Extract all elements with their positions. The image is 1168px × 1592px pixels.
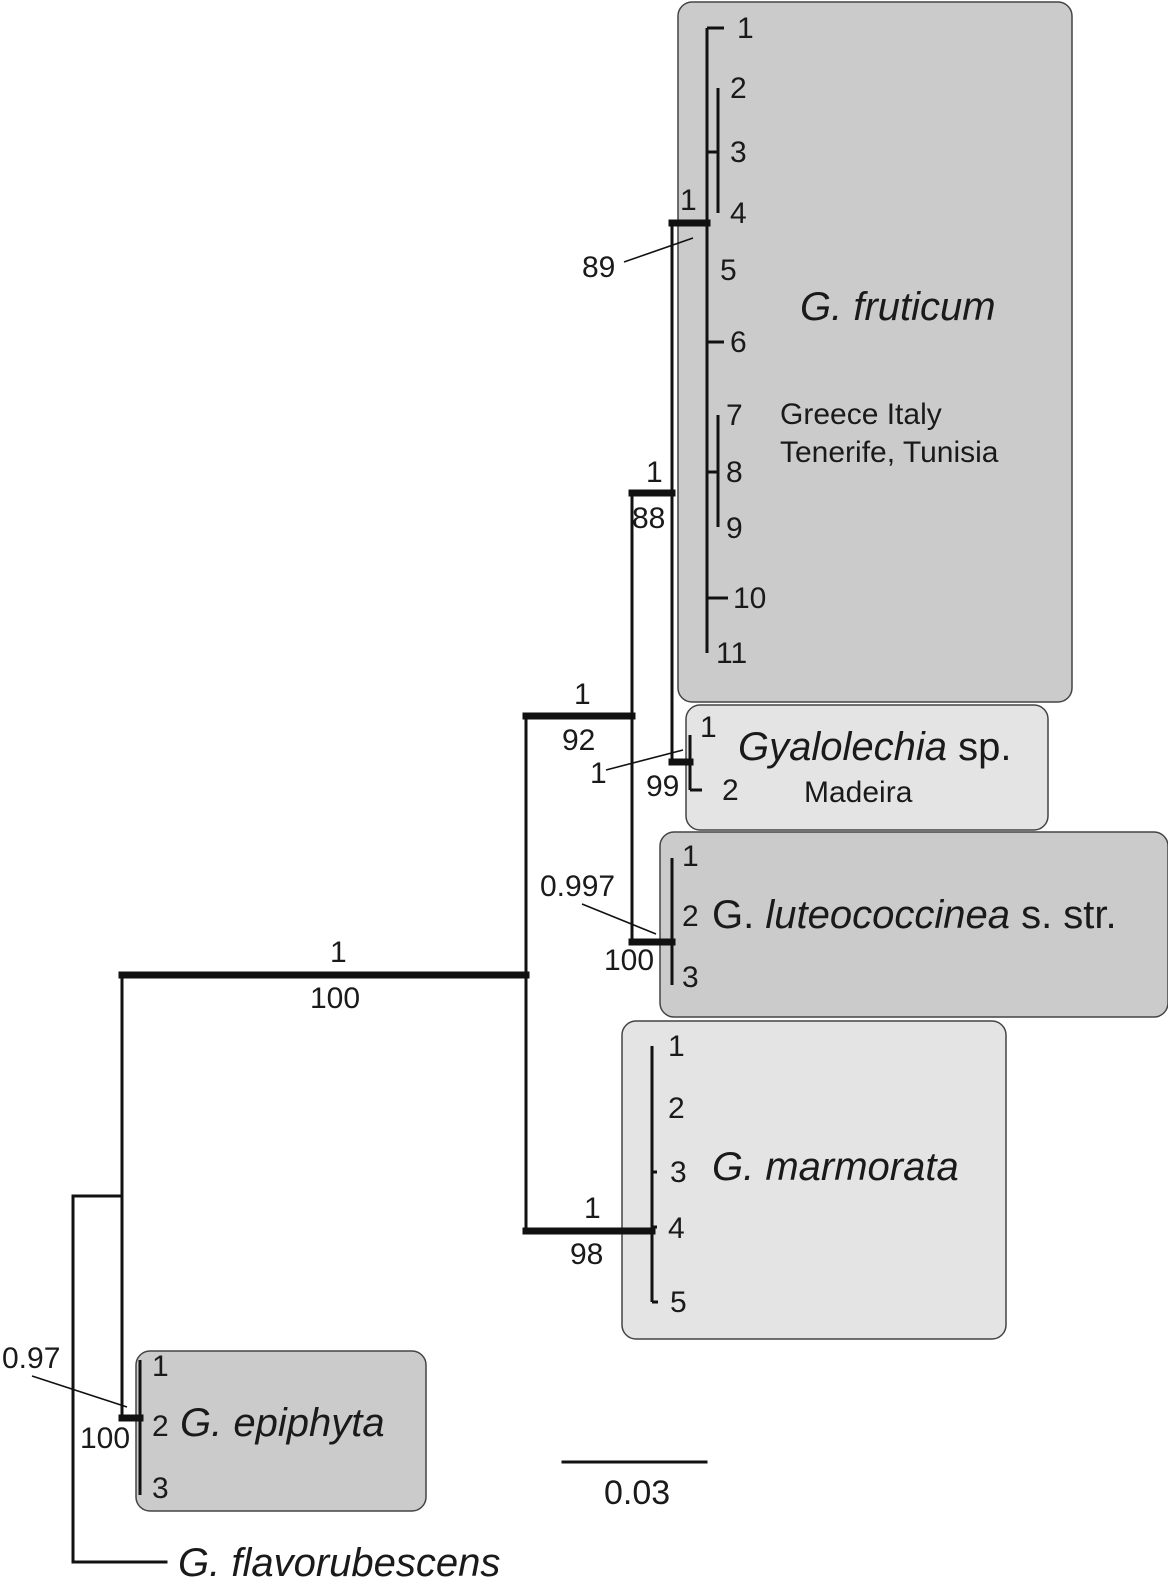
marmorata-leaf-3: 3 <box>670 1156 687 1189</box>
fruticum-leaf-1: 1 <box>737 12 754 45</box>
luteococcinea-clade-box <box>659 831 1168 1018</box>
fruticum-gyalolechia-support-pp: 1 <box>646 456 663 489</box>
tree-branches <box>71 219 711 1564</box>
fruticum-leaf-2: 2 <box>730 72 747 105</box>
fruticum-taxon-name: G. fruticum <box>800 285 996 329</box>
marmorata-leaf-4: 4 <box>668 1212 685 1245</box>
fruticum-leaf-6: 6 <box>730 326 747 359</box>
fruticum-support-bs: 89 <box>582 251 615 284</box>
fruticum-gyalolechia-support-bs: 88 <box>632 502 665 535</box>
fruticum-leaf-7: 7 <box>726 399 743 432</box>
luteococcinea-support-bs: 100 <box>604 944 654 977</box>
epiphyta-leaf-2: 2 <box>152 1410 169 1443</box>
epiphyta-support-bs: 100 <box>80 1422 130 1455</box>
luteococcinea-support-pp: 0.997 <box>540 870 615 903</box>
leader-epiphyta-support <box>31 1375 128 1408</box>
gyalolechia-leaf-2: 2 <box>722 774 739 807</box>
ingroup-support-bs: 100 <box>310 982 360 1015</box>
luteococcinea-epithet: luteococcinea <box>765 893 1010 937</box>
gyalolechia-genus: Gyalolechia <box>738 725 947 769</box>
fruticum-region-line1: Greece Italy <box>780 398 942 431</box>
marmorata-support-bs: 98 <box>570 1238 603 1271</box>
epiphyta-clade-box <box>135 1350 427 1512</box>
marmorata-subtree <box>650 1046 658 1304</box>
epiphyta-support-pp: 0.97 <box>2 1342 60 1375</box>
fruticum-leaf-10: 10 <box>733 582 766 615</box>
gyalolechia-support-pp: 1 <box>590 757 607 790</box>
fruticum-leaf-9: 9 <box>726 512 743 545</box>
epiphyta-leaf-3: 3 <box>152 1472 169 1505</box>
gyalolechia-taxon-name: Gyalolechia sp. <box>738 725 1012 769</box>
leader-gyalolechia-support <box>605 749 684 771</box>
marmorata-clade-box <box>621 1020 1007 1340</box>
marmorata-support-pp: 1 <box>584 1192 601 1225</box>
fruticum-leaf-4: 4 <box>730 197 747 230</box>
upper-group-support-pp: 1 <box>574 678 591 711</box>
scale-bar-label: 0.03 <box>604 1474 670 1512</box>
fruticum-subtree <box>705 26 728 653</box>
fruticum-leaf-3: 3 <box>730 136 747 169</box>
leader-luteococcinea-support <box>581 903 657 935</box>
fruticum-support-pp: 1 <box>680 184 697 217</box>
gyalolechia-support-bs: 99 <box>646 770 679 803</box>
luteococcinea-leaf-2: 2 <box>682 900 699 933</box>
marmorata-leaf-2: 2 <box>668 1092 685 1125</box>
marmorata-leaf-5: 5 <box>670 1286 687 1319</box>
fruticum-leaf-5: 5 <box>720 254 737 287</box>
epiphyta-taxon-name: G. epiphyta <box>180 1401 385 1445</box>
marmorata-leaf-1: 1 <box>668 1030 685 1063</box>
luteococcinea-genus: G. <box>712 893 765 937</box>
marmorata-taxon-name: G. marmorata <box>712 1145 959 1189</box>
epiphyta-leaf-1: 1 <box>152 1350 169 1383</box>
fruticum-leaf-11: 11 <box>716 637 747 670</box>
gyalolechia-region: Madeira <box>804 776 913 809</box>
luteococcinea-leaf-3: 3 <box>682 961 699 994</box>
fruticum-clade-box <box>677 1 1073 703</box>
luteococcinea-suffix: s. str. <box>1010 893 1117 937</box>
luteococcinea-taxon-name: G. luteococcinea s. str. <box>712 893 1117 937</box>
luteococcinea-leaf-1: 1 <box>682 840 699 873</box>
upper-group-support-bs: 92 <box>562 724 595 757</box>
fruticum-region-line2: Tenerife, Tunisia <box>780 436 999 469</box>
gyalolechia-clade-box <box>685 704 1049 831</box>
ingroup-support-pp: 1 <box>330 936 347 969</box>
fruticum-leaf-8: 8 <box>726 456 743 489</box>
outgroup-taxon-name: G. flavorubescens <box>178 1541 500 1585</box>
gyalolechia-leaf-1: 1 <box>700 711 717 744</box>
gyalolechia-sp: sp. <box>947 725 1011 769</box>
gyalolechia-subtree <box>688 735 702 792</box>
leader-fruticum-support <box>623 237 694 263</box>
